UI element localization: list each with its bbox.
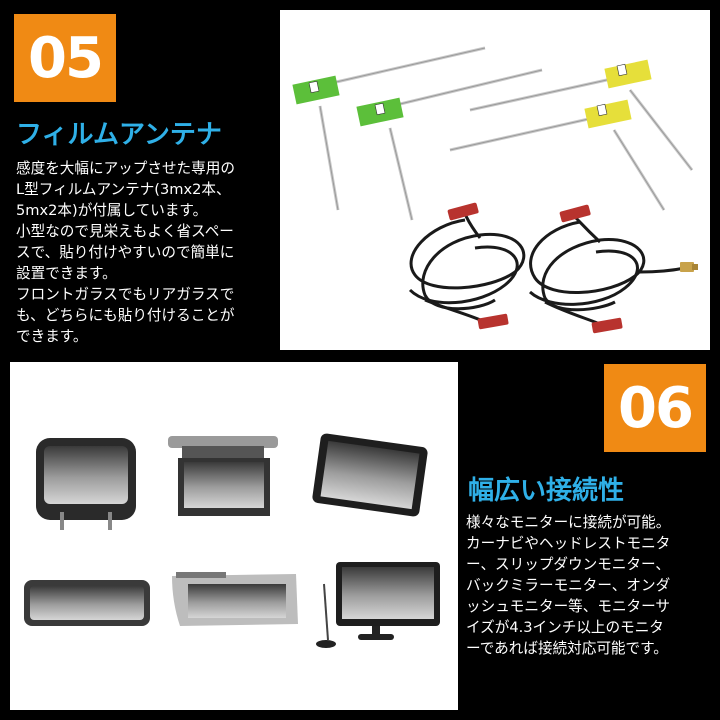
section-05-line: スで、貼り付けやすいので簡単に (16, 244, 235, 261)
section-05-line: 小型なので見栄えもよく省スペー (16, 223, 234, 240)
section-05-heading: フィルムアンテナ (16, 120, 222, 150)
section-06-line: ー、スリップダウンモニター、 (466, 556, 671, 573)
antenna-connectors (447, 202, 698, 334)
section-06-number-badge: 06 (604, 364, 706, 452)
section-06-line: バックミラーモニター、オンダ (466, 577, 671, 594)
on-dash-monitor (312, 433, 428, 517)
section-06-description: 様々なモニターに接続が可能。 カーナビやヘッドレストモニタ ー、スリップダウンモ… (466, 512, 716, 659)
section-06-line: ーであれば接続対応可能です。 (466, 640, 668, 657)
section-06-line: 様々なモニターに接続が可能。 (466, 514, 671, 531)
headrest-monitor (36, 438, 136, 530)
antenna-cables (408, 215, 686, 326)
section-05-description: 感度を大幅にアップさせた専用の L型フィルムアンテナ(3mx2本、 5mx2本)… (16, 158, 278, 347)
yellow-film-antenna-1 (469, 59, 694, 171)
section-05-line: できます。 (16, 328, 88, 345)
flip-down-monitor (168, 436, 278, 516)
section-05-line: も、どちらにも貼り付けることが (16, 307, 235, 324)
yellow-film-antenna-2 (449, 99, 666, 211)
section-05-number-badge: 05 (14, 14, 116, 102)
section-06-line: カーナビやヘッドレストモニタ (466, 535, 671, 552)
section-06-line: ッシュモニター等、モニターサ (466, 598, 671, 615)
green-film-antenna-1 (292, 46, 486, 211)
section-05-line: 感度を大幅にアップさせた専用の (16, 160, 235, 177)
compatible-monitors-photo (10, 362, 458, 710)
section-05-line: 5mx2本)が付属しています。 (16, 202, 208, 219)
film-antenna-product-photo (280, 10, 710, 350)
sun-visor-monitor (172, 572, 298, 626)
green-film-antenna-2 (356, 68, 543, 221)
section-05-line: 設置できます。 (16, 265, 117, 282)
stand-monitor-with-antenna (316, 562, 440, 648)
section-06-heading: 幅広い接続性 (468, 476, 625, 506)
section-05-line: L型フィルムアンテナ(3mx2本、 (16, 181, 231, 198)
rearview-mirror-monitor (24, 580, 150, 626)
section-06-line: イズが4.3インチ以上のモニタ (466, 619, 664, 636)
section-05-line: フロントガラスでもリアガラスで (16, 286, 235, 303)
